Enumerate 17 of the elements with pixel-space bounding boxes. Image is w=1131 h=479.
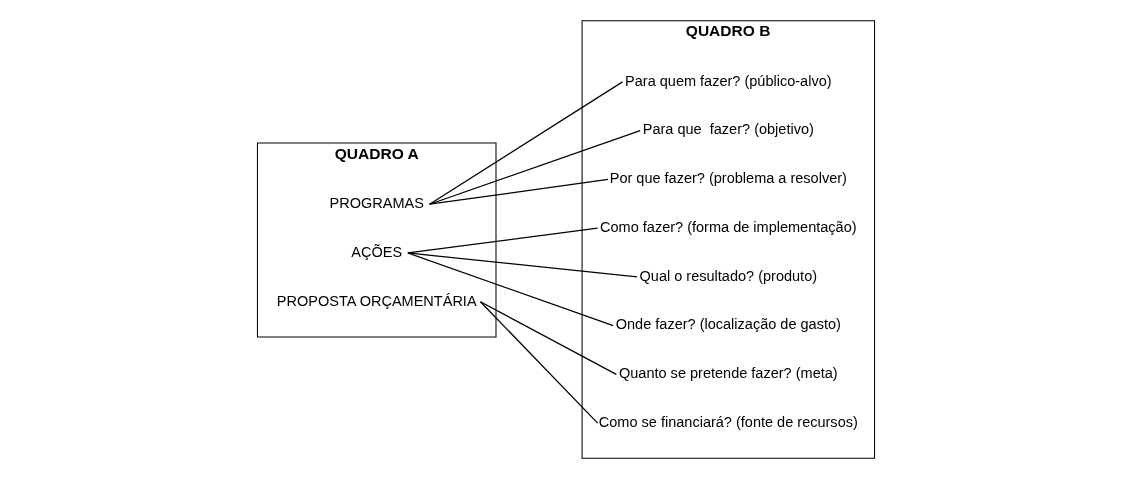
node-text: Qual o resultado? (produto) [639, 267, 817, 284]
connector [428, 81, 623, 205]
node-text: Como se financiará? (fonte de recursos) [598, 413, 858, 430]
node-text: Como fazer? (forma de implementação) [599, 218, 857, 235]
node-text: Quanto se pretende fazer? (meta) [618, 365, 838, 382]
node-text: Para que fazer? (objetivo) [642, 121, 814, 138]
connector [479, 301, 598, 424]
connector [406, 252, 638, 278]
connector [428, 130, 641, 205]
connector [479, 301, 617, 375]
node-text: Por que fazer? (problema a resolver) [609, 170, 847, 187]
node-text: Onde fazer? (localização de gasto) [615, 316, 841, 333]
node-text: AÇÕES [350, 243, 402, 260]
node-text: PROGRAMAS [329, 195, 424, 212]
node-text: Para quem fazer? (público-alvo) [624, 72, 832, 89]
node-text: PROPOSTA ORÇAMENTÁRIA [276, 292, 477, 309]
connector [428, 178, 609, 205]
